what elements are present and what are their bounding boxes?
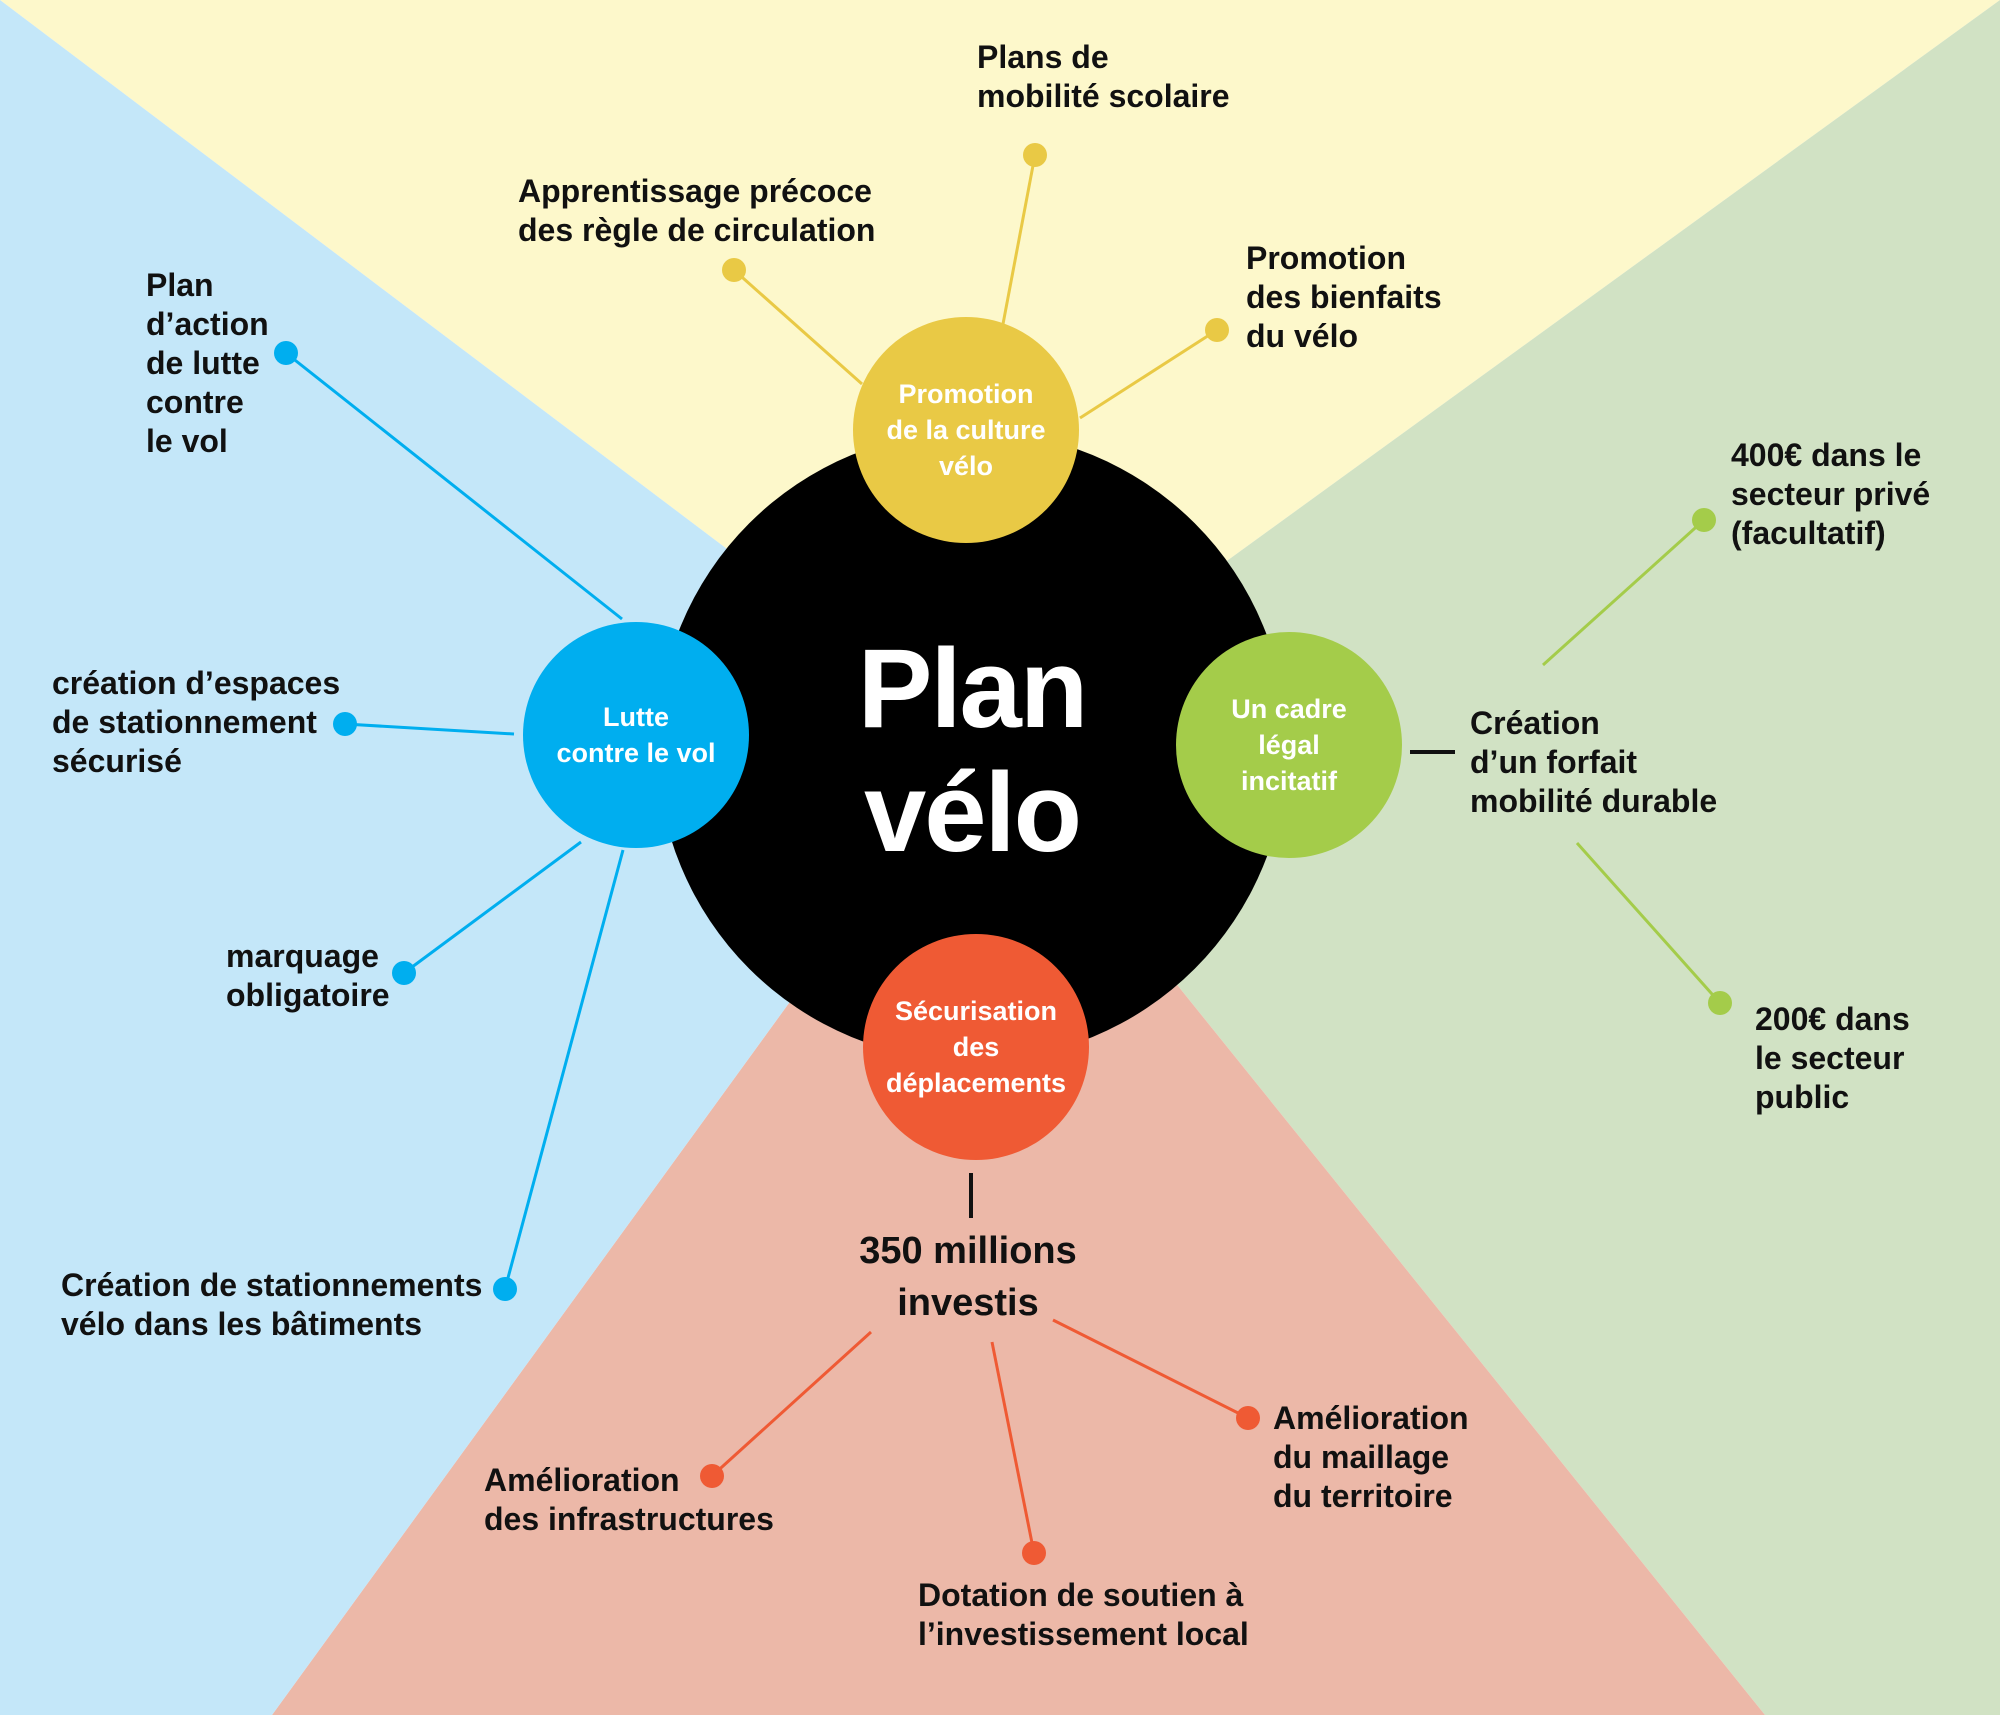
hub-securisation-label: Sécurisation des déplacements [885,996,1067,1098]
hub-legal-label: Un cadre légal incitatif [1231,694,1347,796]
connector-scolaire [1001,154,1037,325]
connector-marquage [403,840,582,975]
connector-plan-action [285,351,623,621]
label-batiments: Création de stationnements vélo dans les… [61,1267,483,1342]
label-apprentissage: Apprentissage précoce des règle de circu… [518,173,876,248]
dot-espaces [333,712,357,736]
connector-batiments [503,849,625,1290]
hub-vol-circle [523,622,749,848]
connector-apprentissage [733,268,863,386]
connector-public [1575,842,1722,1004]
connector-infrastructures [710,1330,873,1478]
hub-culture-label: Promotion de la culture vélo [886,379,1046,481]
dot-infrastructures [700,1464,724,1488]
dot-maillage [1236,1406,1260,1430]
connector-prive [1541,518,1706,667]
dot-dotation [1022,1541,1046,1565]
label-marquage: marquage obligatoire [226,938,390,1013]
label-plan-action: Plan d’action de lutte contre le vol [146,267,269,459]
dot-marquage [392,961,416,985]
connector-bienfaits [1079,328,1218,420]
red-quadrant [272,740,1765,1715]
connector-espaces [344,722,515,736]
connector-maillage [1052,1318,1249,1420]
dot-prive [1692,508,1716,532]
label-forfait: Création d’un forfait mobilité durable [1470,705,1718,819]
center-title: Plan vélo [857,626,1089,875]
dot-apprentissage [722,258,746,282]
dot-scolaire [1023,143,1047,167]
label-investis: 350 millions investis [859,1230,1077,1324]
label-public: 200€ dans le secteur public [1755,1001,1910,1115]
label-dotation: Dotation de soutien à l’investissement l… [918,1577,1249,1652]
label-bienfaits: Promotion des bienfaits du vélo [1246,240,1442,354]
label-scolaire: Plans de mobilité scolaire [977,39,1230,114]
blue-quadrant [0,0,980,1715]
green-quadrant [980,0,2000,1715]
dot-bienfaits [1205,318,1229,342]
center-circle [657,431,1287,1061]
label-prive: 400€ dans le secteur privé (facultatif) [1731,437,1931,551]
label-infrastructures: Amélioration des infrastructures [484,1462,774,1537]
hub-vol-label: Lutte contre le vol [556,702,716,768]
hub-legal-circle [1176,632,1402,858]
label-espaces: création d’espaces de stationnement sécu… [52,665,341,779]
connector-dotation [990,1341,1036,1554]
hub-culture-circle [853,317,1079,543]
label-maillage: Amélioration du maillage du territoire [1273,1400,1469,1514]
hub-securisation-circle [863,934,1089,1160]
dot-public [1708,991,1732,1015]
dot-batiments [493,1277,517,1301]
dot-plan-action [274,341,298,365]
